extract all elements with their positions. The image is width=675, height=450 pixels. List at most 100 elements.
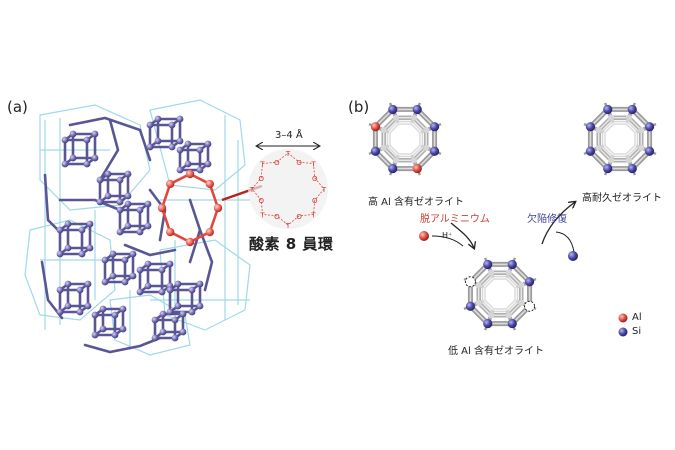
framework-atoms <box>56 115 212 342</box>
ring-bond <box>160 207 172 233</box>
si-atom <box>585 122 596 132</box>
framework-atom <box>101 256 109 264</box>
ring-atom <box>166 227 175 237</box>
framework-atom <box>136 228 144 236</box>
si-atom <box>585 146 596 156</box>
ring-t-atom: T <box>249 186 255 194</box>
framework-atom <box>144 200 152 208</box>
si-atom <box>465 301 476 311</box>
cage-inner-node <box>505 312 512 319</box>
framework-atom <box>136 288 144 296</box>
ring-link <box>276 215 289 226</box>
framework-atom <box>64 244 72 252</box>
cage-inner-node <box>393 114 400 121</box>
ring-o-atom: O <box>296 213 302 221</box>
inserted-si-atom <box>568 251 578 261</box>
dimension-label: 3–4 Å <box>275 130 303 141</box>
durable-zeolite-label: 高耐久ゼオライト <box>582 193 662 204</box>
ring-o-atom: O <box>296 159 302 167</box>
cage-inner-node <box>423 127 430 134</box>
cage-inner-node <box>518 282 525 289</box>
framework-atom <box>154 137 162 145</box>
ring-link <box>251 188 262 201</box>
framework-atom <box>124 170 132 178</box>
framework-atom <box>119 305 127 313</box>
cage-inner-node <box>518 299 525 306</box>
ring-link <box>299 161 314 164</box>
bg-line-5 <box>44 115 239 330</box>
ring-link <box>299 214 314 217</box>
cage-inner-node <box>393 157 400 164</box>
framework-atom <box>204 140 212 148</box>
framework-atom <box>124 200 132 208</box>
framework-atom <box>121 278 129 286</box>
ring-link <box>251 177 262 190</box>
si-atom <box>507 318 517 329</box>
framework-atom <box>184 140 192 148</box>
si-atom <box>524 277 535 287</box>
framework-atom <box>83 136 91 144</box>
cage-inner-node <box>608 157 615 164</box>
framework-atom <box>96 198 104 206</box>
ring-atom <box>166 179 175 189</box>
framework-atom <box>146 121 154 129</box>
cage-inner-node <box>505 269 512 276</box>
framework-atom <box>76 286 84 294</box>
si-atom <box>429 146 440 156</box>
framework-atom <box>83 160 91 168</box>
framework-atom <box>64 220 72 228</box>
ring-o-atom: O <box>274 159 280 167</box>
si-atom <box>603 104 613 115</box>
ring-link <box>260 200 263 215</box>
framework-atom <box>116 206 124 214</box>
proton-label: H⁺ <box>442 231 453 240</box>
ring-o-atom: O <box>312 175 318 183</box>
framework-atom <box>69 130 77 138</box>
ring-link <box>260 163 263 178</box>
defect-site <box>524 300 536 312</box>
cage-inner-node <box>488 312 495 319</box>
ring-link <box>313 163 316 178</box>
framework-atom <box>204 160 212 168</box>
ring-t-atom: T <box>321 186 327 194</box>
defect-site <box>464 276 476 288</box>
ring-t-atom: T <box>259 161 265 169</box>
cage-inner-node <box>595 127 602 134</box>
framework-atom <box>96 176 104 184</box>
cage-inner-node <box>625 157 632 164</box>
ring-bond <box>208 207 220 233</box>
framework-atom <box>121 256 129 264</box>
framework-atom <box>99 305 107 313</box>
framework-atom <box>166 260 174 268</box>
framework-atom <box>78 250 86 258</box>
framework-atom <box>91 154 99 162</box>
ring-o-atom: O <box>258 175 264 183</box>
defect-repair-label: 欠陥修復 <box>527 214 567 225</box>
dealumination-arrow <box>450 222 474 248</box>
cage-back-ring-hl <box>387 121 423 157</box>
framework-atom <box>129 272 137 280</box>
framework-atom <box>176 146 184 154</box>
panel-b-label: (b) <box>348 98 370 116</box>
si-atom <box>429 122 440 132</box>
framework-atom <box>196 280 204 288</box>
framework-atom <box>61 160 69 168</box>
framework-atom <box>144 282 152 290</box>
framework-atom <box>166 308 174 316</box>
ring-atom <box>157 203 167 213</box>
framework-atom <box>188 286 196 294</box>
framework-atom <box>188 308 196 316</box>
framework-atom <box>158 266 166 274</box>
framework-atom <box>146 143 154 151</box>
framework-atom <box>124 192 132 200</box>
framework-atom <box>168 121 176 129</box>
framework-atom <box>91 311 99 319</box>
framework-atom <box>174 302 182 310</box>
al-atom <box>370 122 381 132</box>
ring-o-atom: O <box>258 197 264 205</box>
high-al-zeolite-label: 高 Al 含有ゼオライト <box>368 197 464 208</box>
framework-atom <box>78 226 86 234</box>
ring-atom <box>185 237 195 247</box>
bg-line-4 <box>109 294 191 356</box>
